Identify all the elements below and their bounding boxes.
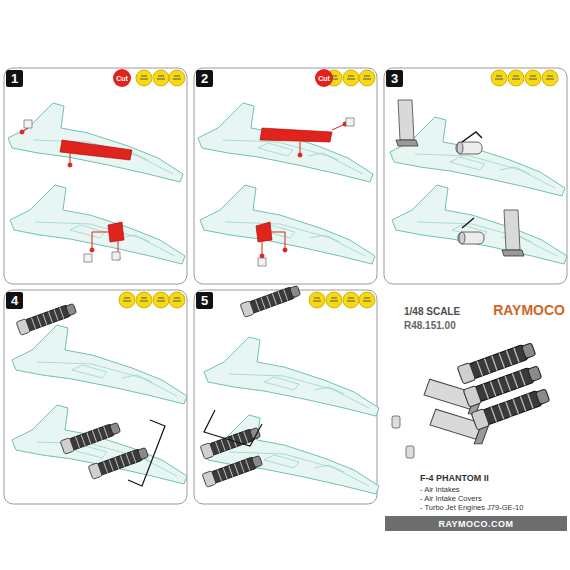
step-panel: 5 [194, 290, 377, 504]
step-panel: 3 [384, 68, 567, 284]
content-item: - Air Intakes [420, 486, 460, 494]
web-address-band: RAYMOCO.COM [385, 516, 567, 531]
brand-name: RAYMOCO [493, 303, 565, 318]
step-panel: 4 [4, 290, 187, 504]
step-number: 3 [386, 70, 403, 87]
cut-badge: Cut [315, 69, 333, 87]
web-address: RAYMOCO.COM [438, 519, 513, 529]
step-panel: 2 Cut [194, 68, 377, 284]
content-item: - Turbo Jet Engines J79-GE-10 [420, 504, 523, 512]
step-number: 2 [196, 70, 213, 87]
cut-label: Cut [116, 75, 128, 82]
step-number: 4 [6, 292, 23, 309]
cut-badge: Cut [113, 69, 131, 87]
product-code: R48.151.00 [404, 320, 456, 331]
step-number: 1 [6, 70, 23, 87]
content-item: - Air Intake Covers [420, 495, 482, 503]
scale-label: 1/48 SCALE [404, 306, 460, 317]
cut-label: Cut [318, 75, 330, 82]
step-panel: 1 Cut [4, 68, 187, 284]
product-title: F-4 PHANTOM II [420, 474, 489, 484]
step-number: 5 [196, 292, 213, 309]
